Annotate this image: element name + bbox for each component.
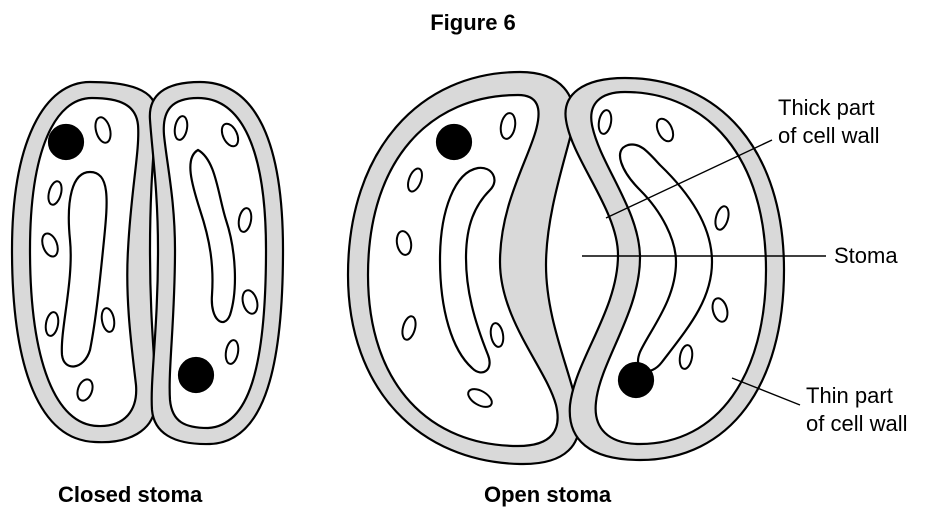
open-right-nucleus xyxy=(619,363,653,397)
thick-wall-label-line2: of cell wall xyxy=(778,122,879,150)
thick-wall-label-line1: Thick part xyxy=(778,94,879,122)
closed-stoma-caption: Closed stoma xyxy=(58,482,202,508)
closed-right-nucleus xyxy=(179,358,213,392)
thin-wall-label: Thin part of cell wall xyxy=(806,382,907,438)
closed-stoma xyxy=(12,82,283,444)
open-stoma-caption: Open stoma xyxy=(484,482,611,508)
closed-left-nucleus xyxy=(49,125,83,159)
closed-left-guard-cell-cytoplasm xyxy=(30,98,138,426)
open-stoma xyxy=(348,72,784,464)
thick-wall-label: Thick part of cell wall xyxy=(778,94,879,150)
thin-wall-label-line1: Thin part xyxy=(806,382,907,410)
open-left-nucleus xyxy=(437,125,471,159)
thin-wall-label-line2: of cell wall xyxy=(806,410,907,438)
stoma-label: Stoma xyxy=(834,242,898,270)
